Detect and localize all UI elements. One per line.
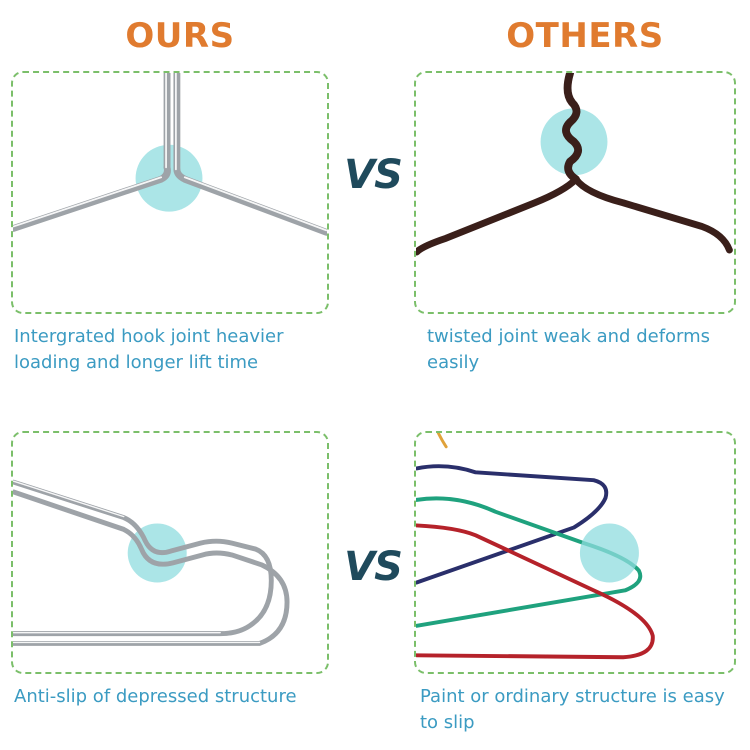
ours-antislip-panel [11, 431, 329, 674]
others-slip-panel [414, 431, 736, 674]
highlight-circle [135, 144, 203, 212]
ours-heading: OURS [125, 16, 235, 56]
ours-joint-caption: Intergrated hook joint heavier loading a… [14, 326, 284, 373]
vs-label-top: VS [344, 152, 403, 198]
others-joint-caption: twisted joint weak and deforms easily [427, 326, 711, 373]
ours-joint-panel [11, 71, 329, 314]
highlight-circle [579, 523, 639, 583]
chrome-hanger-notch-image [13, 479, 290, 646]
ours-antislip-caption: Anti-slip of depressed structure [14, 686, 297, 707]
colored-hangers-image [416, 433, 655, 660]
vs-label-bottom: VS [344, 544, 403, 590]
chrome-hanger-joint-image [13, 73, 327, 236]
others-heading: OTHERS [506, 16, 664, 56]
twisted-hanger-joint-image [416, 73, 733, 256]
others-joint-panel [414, 71, 736, 314]
others-slip-caption: Paint or ordinary structure is easy to s… [420, 686, 725, 733]
